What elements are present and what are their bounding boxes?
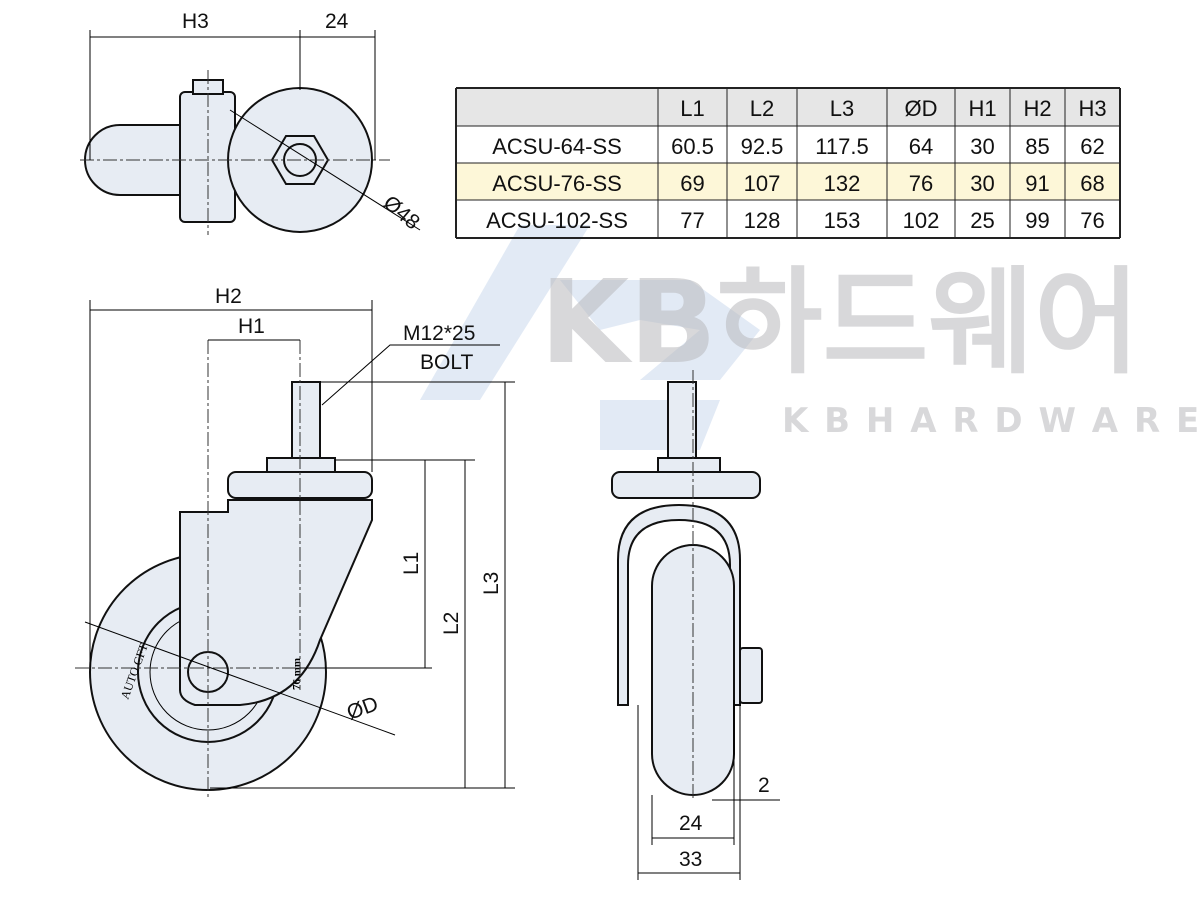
table-cell: 68 bbox=[1080, 171, 1104, 196]
table-cell: 91 bbox=[1025, 171, 1049, 196]
table-cell: 77 bbox=[680, 208, 704, 233]
table-cell: ACSU-102-SS bbox=[486, 208, 628, 233]
table-cell: 64 bbox=[909, 134, 933, 159]
axle-nut-front bbox=[739, 647, 763, 704]
nut-front bbox=[657, 457, 721, 473]
table-header-cell: ØD bbox=[905, 96, 938, 121]
table-header-cell: L1 bbox=[680, 96, 704, 121]
table-cell: 69 bbox=[680, 171, 704, 196]
table-cell: 76 bbox=[1080, 208, 1104, 233]
dim-24-top: 24 bbox=[325, 10, 349, 33]
table-cell: 153 bbox=[824, 208, 861, 233]
table-header-cell: H1 bbox=[968, 96, 996, 121]
table-cell: 60.5 bbox=[671, 134, 714, 159]
table-header-cell: L2 bbox=[750, 96, 774, 121]
dim-gap-2: 2 bbox=[758, 774, 770, 797]
dim-h2: H2 bbox=[215, 285, 242, 308]
dim-od: ØD bbox=[344, 692, 381, 724]
watermark-text: KB하드웨어 bbox=[540, 256, 1140, 390]
table-header-cell: L3 bbox=[830, 96, 854, 121]
table-header-cell: H3 bbox=[1078, 96, 1106, 121]
dim-l2: L2 bbox=[440, 612, 463, 635]
dim-h3: H3 bbox=[182, 10, 209, 33]
bolt-side bbox=[291, 381, 321, 459]
kb-logo-watermark bbox=[420, 225, 760, 450]
side-view: AUTO CFT 76 mm H2 H1 M12*25 BOLT L1 L2 L… bbox=[75, 285, 515, 800]
front-view: 2 24 33 bbox=[611, 370, 780, 880]
top-plate-front bbox=[611, 471, 761, 499]
table-cell: 117.5 bbox=[815, 134, 868, 159]
table-cell: 102 bbox=[903, 208, 940, 233]
table-cell: 132 bbox=[824, 171, 861, 196]
table-highlight-row bbox=[456, 163, 1120, 200]
bolt-front bbox=[667, 381, 697, 459]
table-header-cell: H2 bbox=[1023, 96, 1051, 121]
dim-l3: L3 bbox=[480, 572, 503, 595]
table-cell: 62 bbox=[1080, 134, 1104, 159]
bracket-side bbox=[179, 499, 373, 706]
dim-33-front: 33 bbox=[679, 848, 702, 871]
table-cell: ACSU-76-SS bbox=[492, 171, 622, 196]
watermark-subtext: K B H A R D W A R E bbox=[782, 401, 1200, 441]
table-cell: 92.5 bbox=[741, 134, 784, 159]
nut-side bbox=[266, 457, 336, 473]
table-cell: 128 bbox=[744, 208, 781, 233]
table-cell: ACSU-64-SS bbox=[492, 134, 622, 159]
table-header-bg bbox=[456, 88, 1120, 126]
dim-h1: H1 bbox=[238, 315, 265, 338]
table-cell: 25 bbox=[970, 208, 994, 233]
table-cell: 99 bbox=[1025, 208, 1049, 233]
top-view: H3 24 Ø48 bbox=[80, 10, 424, 235]
bolt-label: BOLT bbox=[420, 351, 473, 374]
dim-l1: L1 bbox=[400, 552, 423, 575]
table-cell: 85 bbox=[1025, 134, 1049, 159]
table-cell: 76 bbox=[909, 171, 933, 196]
bolt-spec-label: M12*25 bbox=[403, 322, 475, 345]
table-cell: 30 bbox=[970, 134, 994, 159]
table-cell: 30 bbox=[970, 171, 994, 196]
dim-24-front: 24 bbox=[679, 812, 703, 835]
wheel-size-text: 76 mm bbox=[291, 658, 303, 690]
table-cell: 107 bbox=[744, 171, 781, 196]
